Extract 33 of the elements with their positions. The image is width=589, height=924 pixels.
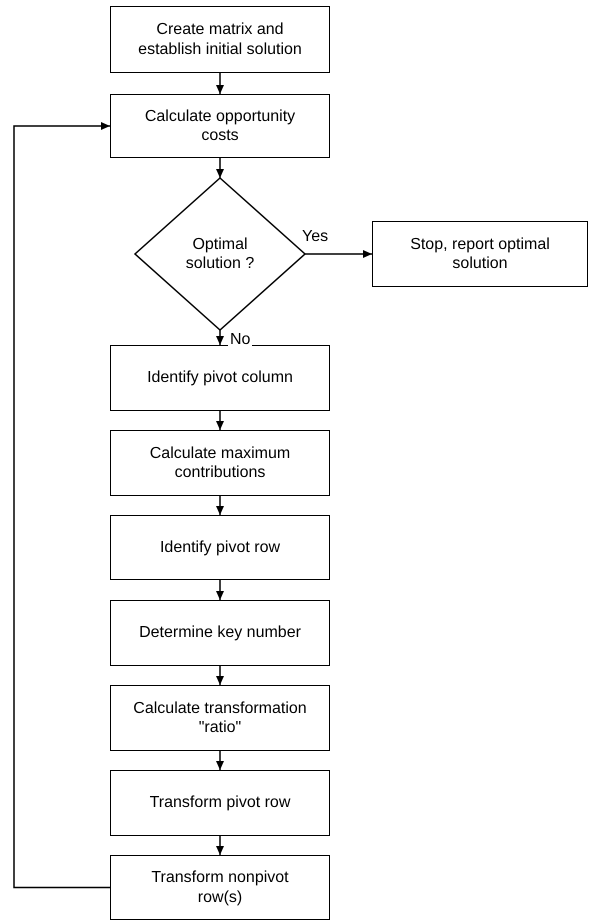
process-box [110, 94, 330, 158]
node-label: Determine key number [139, 623, 301, 643]
arrow [305, 250, 372, 258]
arrow [216, 580, 224, 600]
node-label: Create matrix and establish initial solution [137, 20, 303, 59]
process-box [110, 345, 330, 411]
arrow [216, 666, 224, 685]
node-label: Identify pivot row [160, 538, 280, 558]
process-box [372, 221, 588, 287]
arrow [216, 73, 224, 94]
arrow [216, 836, 224, 855]
process-box [110, 770, 330, 836]
process-box [110, 600, 330, 666]
arrow [13, 122, 110, 888]
arrow [216, 496, 224, 515]
node-label: Calculate maximum contributions [148, 444, 292, 482]
arrow [216, 158, 224, 178]
node-label: Calculate opportunity costs [144, 106, 296, 146]
process-box [110, 430, 330, 496]
node-label: Calculate transformation "ratio" [132, 698, 308, 738]
arrow [216, 751, 224, 770]
node-label: Stop, report optimal solution [409, 234, 551, 274]
process-box [110, 685, 330, 751]
process-box [110, 6, 330, 73]
edge-label: No [228, 331, 252, 349]
arrow [216, 330, 224, 345]
node-label: Transform nonpivot row(s) [150, 868, 290, 907]
node-label: Identify pivot column [147, 368, 293, 388]
node-label: Optimal solution ? [184, 234, 256, 274]
arrow [216, 411, 224, 430]
process-box [110, 515, 330, 580]
node-label: Transform pivot row [150, 793, 290, 813]
process-box [110, 855, 330, 920]
